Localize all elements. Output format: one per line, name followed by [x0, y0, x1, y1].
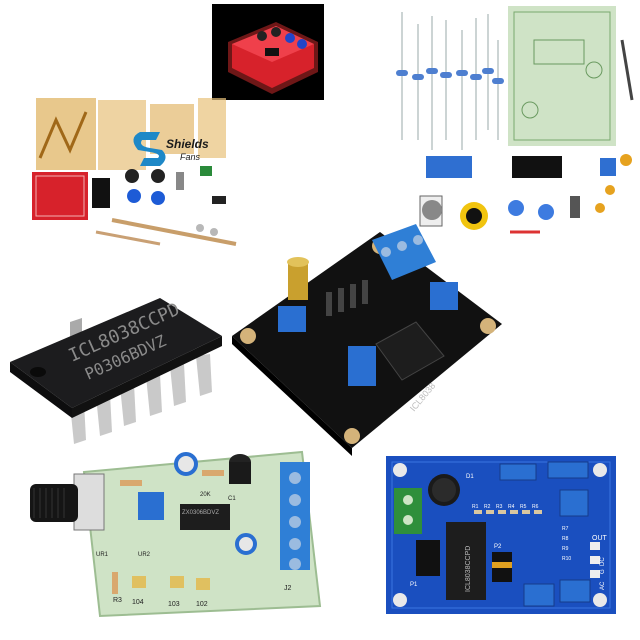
green-label-ur1: UR1 [96, 552, 109, 558]
green-label-103: 103 [168, 601, 180, 608]
diy-kit-parts-photo [32, 98, 237, 246]
green-label-20k: 20K [200, 492, 211, 498]
blue-label-d1: D1 [466, 474, 474, 480]
blue-label-out: OUT [592, 535, 608, 542]
green-label-c1: C1 [228, 496, 236, 502]
black-module-photo: ICL8038 [232, 224, 502, 456]
logo-line2: Fans [180, 152, 201, 162]
green-board-chip-text: ZX0306BDVZ [182, 510, 219, 516]
blue-label-dc: DC [600, 557, 606, 566]
blue-label-r6: R6 [532, 504, 539, 510]
blue-label-r8: R8 [562, 536, 569, 542]
blue-module-photo: ICL8038CCPD OUT AC G DC D1 R1 R2 R3 R4 R… [386, 456, 616, 614]
blue-label-r10: R10 [562, 556, 571, 562]
assembled-kit-photo [212, 4, 324, 100]
green-label-104: 104 [132, 599, 144, 606]
green-label-j2: J2 [284, 585, 292, 592]
blue-label-r4: R4 [508, 504, 515, 510]
icl8038-chip-photo: ICL8038CCPD P0306BDVZ [10, 298, 222, 444]
blue-label-r7: R7 [562, 526, 569, 532]
blue-label-p1: P1 [410, 582, 418, 588]
blue-label-r9: R9 [562, 546, 569, 552]
green-label-ur2: UR2 [138, 552, 151, 558]
logo-line1: Shields [166, 137, 209, 151]
green-label-102: 102 [196, 601, 208, 608]
blue-board-chip-text: ICL8038CCPD [465, 546, 472, 592]
blue-label-r1: R1 [472, 504, 479, 510]
blue-label-r5: R5 [520, 504, 527, 510]
blue-label-ac: AC [600, 581, 606, 590]
brand-logo: Shields Fans [133, 132, 209, 166]
blue-label-r2: R2 [484, 504, 491, 510]
component-kit-photo [396, 6, 634, 234]
blue-label-g: G [600, 569, 606, 574]
green-label-r3: R3 [113, 597, 122, 604]
blue-label-r3: R3 [496, 504, 503, 510]
blue-label-p2: P2 [494, 544, 502, 550]
green-module-photo: ZX0306BDVZ 20K R3 104 103 102 UR1 UR2 J2… [30, 450, 322, 618]
